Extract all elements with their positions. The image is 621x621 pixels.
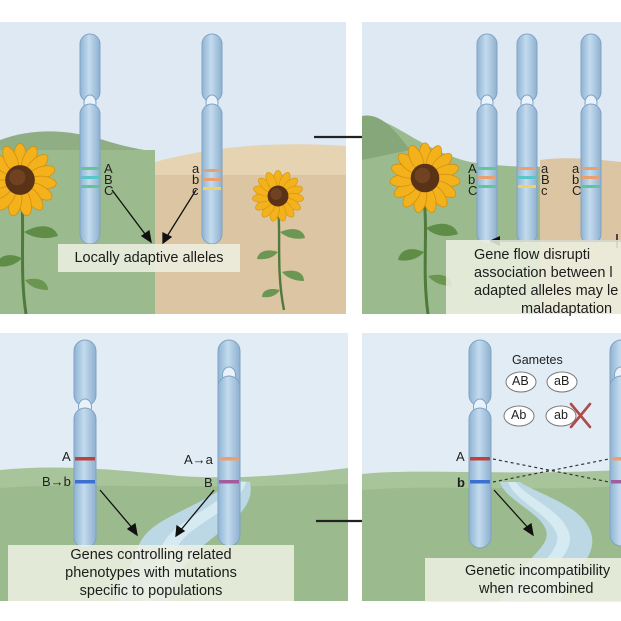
pointer-arrows-tl xyxy=(111,189,197,245)
band-b xyxy=(203,178,221,181)
chromosome-bl-left xyxy=(73,339,97,549)
chromosome-tr-2 xyxy=(516,33,538,245)
gamete-Ab xyxy=(503,405,535,427)
incompatible-x-icon xyxy=(569,402,592,429)
band-c xyxy=(203,187,221,190)
gamete-ab xyxy=(545,405,577,427)
recombination-cross xyxy=(492,458,610,483)
chromosome-br-right xyxy=(609,339,621,547)
pointer-arrows-bl xyxy=(99,489,215,538)
sunflower-small-right xyxy=(251,169,305,311)
band-C xyxy=(81,185,99,188)
gamete-AB xyxy=(505,371,537,393)
chromosome-tr-1 xyxy=(476,33,498,245)
gametes-group xyxy=(503,371,578,427)
sunflower-large-left xyxy=(0,142,58,314)
chromosome-br-left xyxy=(468,339,492,549)
band-A xyxy=(81,167,99,170)
chromosome-bl-right xyxy=(217,339,241,547)
panel-bottom-left xyxy=(0,333,348,601)
pointer-arrow-br xyxy=(493,489,534,537)
chromosome-tl-left xyxy=(79,33,101,245)
band-a xyxy=(203,169,221,172)
gamete-aB xyxy=(546,371,578,393)
chromosome-tr-3 xyxy=(580,33,602,245)
chromosome-tl-right xyxy=(201,33,223,245)
band-B xyxy=(81,176,99,179)
